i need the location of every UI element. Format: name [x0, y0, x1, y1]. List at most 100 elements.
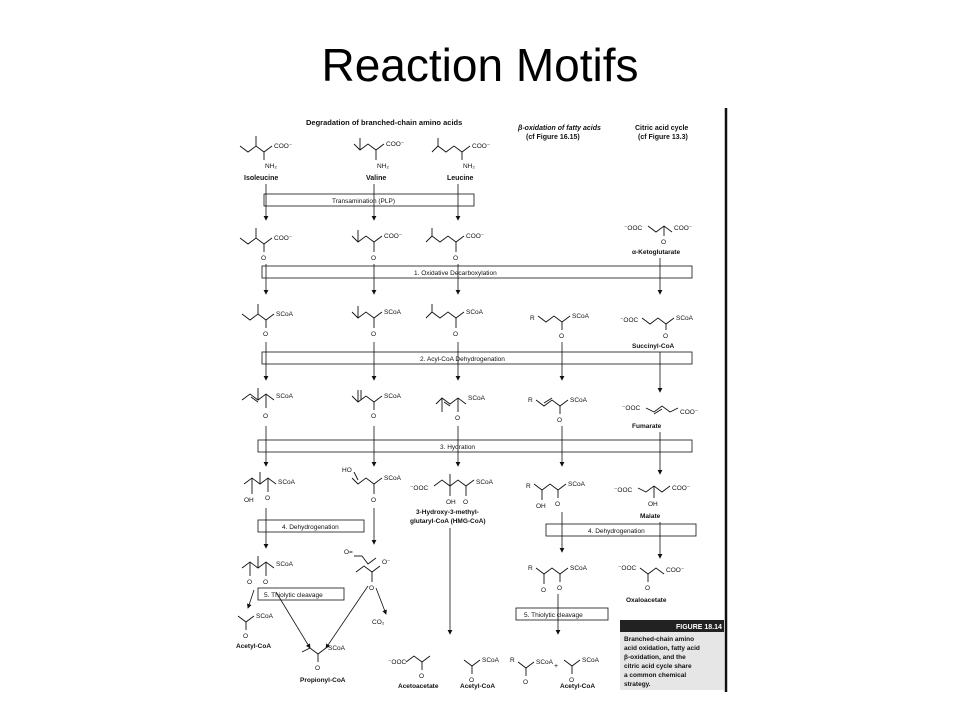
header-citric-ref: (cf Figure 13.3): [638, 134, 688, 141]
o-label: O: [371, 331, 376, 338]
o-label: O: [569, 677, 574, 684]
header-beta-oxidation: β-oxidation of fatty acids: [517, 125, 601, 132]
o-label: O: [261, 255, 266, 262]
caption-line: Branched-chain amino: [624, 636, 694, 643]
step-label: 1. Oxidative Decarboxylation: [414, 270, 497, 277]
o-label: O: [315, 665, 320, 672]
o-label: O: [557, 585, 562, 592]
structures-enoyl-coa: [241, 388, 679, 415]
intermediate-alpha-kg: α-Ketoglutarate: [632, 249, 680, 256]
step-label: 4. Dehydrogenation: [588, 528, 645, 535]
coo-label: COO⁻: [674, 225, 693, 232]
structures-amino-acids: [239, 136, 471, 160]
coo-label: COO⁻: [386, 141, 405, 148]
arrows-row4: [263, 426, 663, 475]
o-label: O: [453, 255, 458, 262]
product-propionyl-coa: Propionyl-CoA: [300, 677, 346, 684]
caption-label-bar: [620, 620, 724, 632]
structures-products: [237, 615, 581, 676]
ooc-label: ⁻OOC: [624, 225, 643, 232]
structures-ketoacyl-coa: [241, 555, 665, 584]
o-label: O: [243, 633, 248, 640]
scoa-label: SCoA: [256, 613, 274, 620]
coo-label: COO⁻: [472, 143, 491, 150]
o-label: O: [453, 331, 458, 338]
r-label: R: [526, 483, 531, 490]
nh2-label: NH₂: [377, 163, 389, 170]
header-degradation: Degradation of branched-chain amino acid…: [306, 118, 462, 127]
step-box-hydration: [257, 439, 693, 453]
o-label: O: [371, 413, 376, 420]
product-acetyl-coa: Acetyl-CoA: [236, 643, 271, 650]
scoa-label: SCoA: [276, 311, 294, 318]
step-label: 5. Thiolytic cleavage: [264, 592, 323, 599]
r-label: R: [530, 315, 535, 322]
scoa-label: SCoA: [384, 475, 402, 482]
coo-label: COO⁻: [672, 485, 691, 492]
amino-acid-label: Isoleucine: [244, 175, 278, 182]
o-label: O: [369, 585, 374, 592]
scoa-label: SCoA: [570, 397, 588, 404]
o-label: O: [559, 333, 564, 340]
o-label: O: [663, 333, 668, 340]
step-label: 4. Dehydrogenation: [282, 524, 339, 531]
arrows-row6: [246, 585, 561, 649]
header-citric: Citric acid cycle: [635, 125, 688, 132]
coo-label: COO⁻: [274, 143, 293, 150]
amino-acid-label: Valine: [366, 175, 386, 182]
o-label: O: [523, 679, 528, 686]
step-box-dehydrogenation-left: [257, 519, 365, 533]
arrows-row3: [263, 342, 663, 393]
intermediate-succinyl-coa: Succinyl-CoA: [632, 343, 675, 350]
scoa-label: SCoA: [482, 657, 500, 664]
o-label: O: [263, 413, 268, 420]
nh2-label: NH₂: [265, 163, 277, 170]
o-eq-label: O=: [344, 549, 353, 556]
caption-line: β-oxidation, and the: [624, 654, 686, 661]
scoa-label: SCoA: [466, 309, 484, 316]
arrows-row2: [263, 258, 663, 295]
intermediate-malate: Malate: [640, 513, 661, 520]
caption-box: [620, 632, 724, 690]
product-acetoacetate: Acetoacetate: [398, 683, 439, 690]
o-label: O: [645, 585, 650, 592]
r-label: R: [528, 397, 533, 404]
oh-label: OH: [648, 501, 658, 508]
caption-line: strategy.: [624, 681, 651, 688]
scoa-label: SCoA: [476, 479, 494, 486]
arrows-row1: [263, 184, 461, 221]
scoa-label: SCoA: [572, 313, 590, 320]
scoa-label: SCoA: [468, 395, 486, 402]
scoa-label: SCoA: [276, 393, 294, 400]
step-box-thiolytic-right: [515, 607, 609, 621]
amino-acid-label: Leucine: [447, 175, 474, 182]
scoa-label: SCoA: [536, 659, 554, 666]
scoa-label: SCoA: [676, 315, 694, 322]
scoa-label: SCoA: [582, 657, 600, 664]
ooc-label: ⁻OOC: [620, 317, 639, 324]
structures-keto-acids: [239, 225, 673, 252]
ooc-label: ⁻OOC: [622, 405, 641, 412]
o-label: O: [263, 579, 268, 586]
oh-label: OH: [536, 503, 546, 510]
nh2-label: NH₂: [463, 163, 475, 170]
structures-hydroxyacyl-coa: [243, 471, 671, 500]
o-label: O: [419, 673, 424, 680]
oh-label: OH: [244, 497, 254, 504]
ooc-label: ⁻OOC: [388, 659, 407, 666]
step-label: Transamination (PLP): [332, 198, 395, 205]
o-label: O: [469, 677, 474, 684]
coo-label: COO⁻: [680, 409, 699, 416]
step-label: 2. Acyl-CoA Dehydrogenation: [420, 356, 505, 363]
ho-label: HO: [342, 467, 352, 474]
coo-label: COO⁻: [274, 235, 293, 242]
o-label: O: [557, 417, 562, 424]
r-label: R: [510, 657, 515, 664]
ooc-label: ⁻OOC: [618, 565, 637, 572]
intermediate-oxaloacetate: Oxaloacetate: [626, 597, 667, 604]
o-label: O: [463, 499, 468, 506]
header-beta-oxidation-ref: (cf Figure 16.15): [526, 134, 580, 141]
intermediate-hmg-coa-2: glutaryl-CoA (HMG-CoA): [410, 518, 486, 525]
scoa-label: SCoA: [570, 565, 588, 572]
ooc-label: ⁻OOC: [614, 487, 633, 494]
